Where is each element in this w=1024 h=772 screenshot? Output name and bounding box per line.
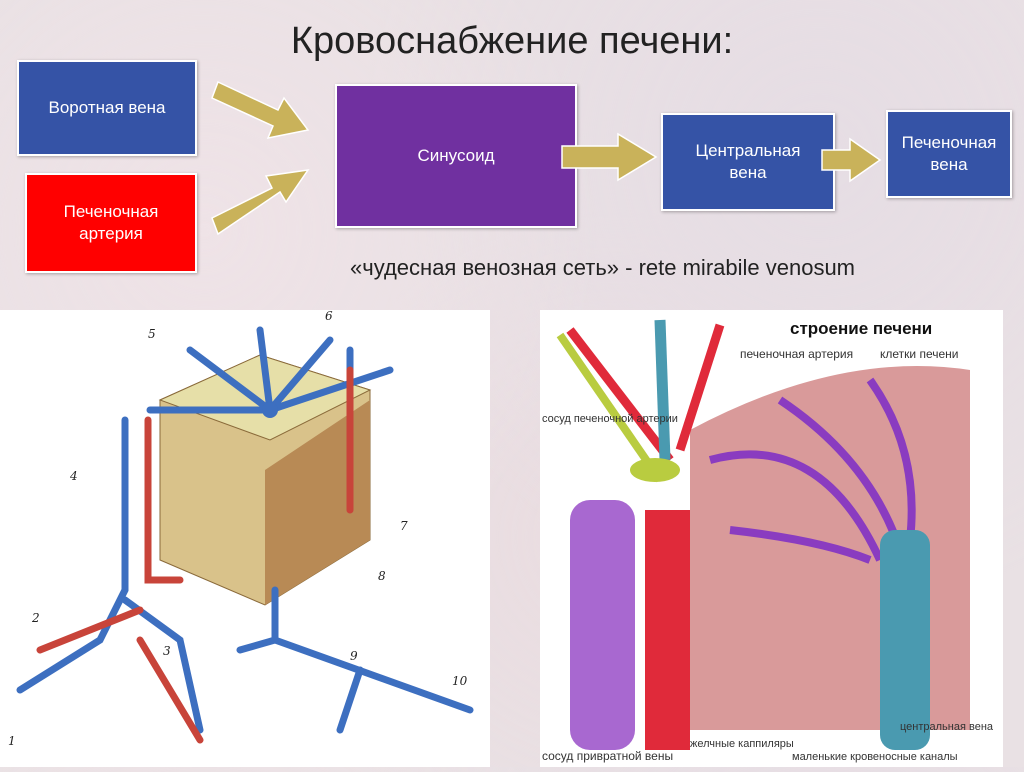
slide-title: Кровоснабжение печени: bbox=[290, 20, 734, 62]
arrow-sinusoid-to-central bbox=[561, 132, 658, 182]
fig-number-4: 4 bbox=[69, 469, 78, 483]
fig-number-2: 2 bbox=[31, 611, 40, 625]
lobule-diagram: 5 6 4 7 8 2 3 9 10 1 bbox=[0, 309, 490, 767]
hepatic-artery-label: Печеночная артерия bbox=[63, 201, 159, 243]
label-central-vein: центральная вена bbox=[900, 721, 994, 733]
fig-number-1: 1 bbox=[8, 734, 16, 748]
fig-number-8: 8 bbox=[378, 569, 386, 583]
label-small-blood-channels: маленькие кровеносные каналы bbox=[792, 751, 958, 763]
label-portal-vein-vessel: сосуд привратной вены bbox=[542, 749, 673, 763]
flow-arrows bbox=[211, 80, 882, 236]
portal-vein-label: Воротная вена bbox=[48, 97, 166, 117]
fig-number-6: 6 bbox=[325, 310, 333, 323]
lobule-illustration: 5 6 4 7 8 2 3 9 10 1 bbox=[8, 309, 474, 748]
liver-structure-diagram: строение печени печеночная артерия клетк… bbox=[540, 310, 1003, 767]
arrow-central-to-hepatic bbox=[821, 137, 882, 183]
central-vein-label: Центральная вена bbox=[695, 140, 801, 182]
fig-number-7: 7 bbox=[400, 519, 408, 533]
portal-vein-box: Воротная вена bbox=[17, 60, 197, 156]
fig-number-5: 5 bbox=[148, 327, 156, 341]
arrow-portal-to-sinusoid bbox=[211, 80, 310, 140]
label-hepatic-artery: печеночная артерия bbox=[740, 347, 853, 361]
right-figure-title: строение печени bbox=[790, 319, 932, 338]
fig-number-9: 9 bbox=[350, 649, 358, 663]
fig-number-3: 3 bbox=[163, 644, 171, 658]
hepatic-artery-box: Печеночная артерия bbox=[25, 173, 197, 273]
sinusoid-label: Синусоид bbox=[417, 145, 495, 165]
label-hepatic-artery-vessel: сосуд печеночной артерии bbox=[542, 413, 678, 425]
fig-number-10: 10 bbox=[452, 674, 468, 688]
hepatic-vein-box: Печеночная вена bbox=[886, 110, 1012, 198]
central-vein-box: Центральная вена bbox=[661, 113, 835, 211]
label-liver-cells: клетки печени bbox=[880, 347, 958, 361]
hepatic-vein-label: Печеночная вена bbox=[901, 132, 997, 174]
subtitle: «чудесная венозная сеть» - rete mirabile… bbox=[350, 255, 856, 280]
label-bile-capillaries: желчные каппиляры bbox=[690, 738, 794, 750]
liver-illustration: строение печени печеночная артерия клетк… bbox=[542, 319, 994, 763]
arrow-artery-to-sinusoid bbox=[211, 169, 310, 236]
